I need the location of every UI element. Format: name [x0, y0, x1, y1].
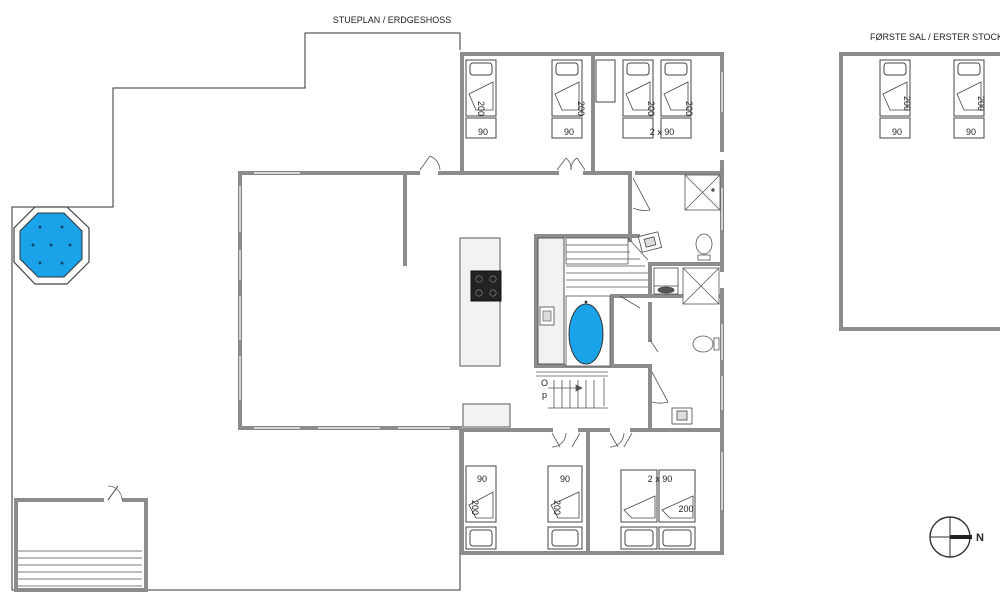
bed-ff1-length: 200 [902, 96, 912, 111]
bed-ff1-width: 90 [892, 127, 902, 137]
bottom-bedroom-2: 90 200 [547, 465, 583, 550]
toilet-bottom [692, 335, 720, 353]
top-bedroom-1: 200 90 [465, 59, 497, 139]
staircase-upper [565, 237, 649, 288]
bed-1-width: 90 [478, 127, 488, 137]
bottom-bedroom-3: 2 x 90 200 [620, 469, 696, 550]
window-frames [238, 72, 724, 510]
bed-1-length: 200 [476, 101, 486, 116]
sink-middle [653, 267, 679, 295]
hot-tub [13, 206, 90, 285]
terrace-outline [11, 32, 461, 591]
first-floor-bedroom: 200 90 200 90 [879, 59, 986, 139]
bed-7-width: 2 x 90 [648, 474, 673, 484]
windows [239, 72, 723, 510]
stair-label-o: O [541, 378, 548, 388]
annex [14, 485, 148, 592]
bathtub [565, 295, 611, 367]
shower-bottom [682, 267, 720, 305]
bed-6-length: 200 [552, 500, 562, 515]
doors [419, 155, 669, 448]
bed-3-length: 200 [646, 101, 656, 116]
kitchen-counter [537, 237, 565, 365]
top-bedroom-3: 200 200 2 x 90 [622, 59, 694, 139]
first-floor-outline [839, 52, 1000, 331]
bed-6-width: 90 [560, 474, 570, 484]
bed-ff2-width: 90 [966, 127, 976, 137]
bed-2-width: 90 [564, 127, 574, 137]
bed-7-length: 200 [678, 504, 693, 514]
shower-top [684, 174, 721, 211]
top-bedroom-2: 200 90 [551, 59, 616, 139]
staircase-lower [536, 371, 608, 409]
bed-ff2-length: 200 [976, 96, 986, 111]
bed-5-length: 200 [470, 500, 480, 515]
toilet-top [695, 233, 713, 261]
ground-floor-title: STUEPLAN / ERDGESHOSS [333, 15, 452, 25]
stair-label-p: p [542, 390, 547, 400]
bed-5-width: 90 [477, 474, 487, 484]
compass-north-label: N [976, 532, 984, 544]
sink-top [637, 231, 663, 253]
first-floor-title: FØRSTE SAL / ERSTER STOCK [870, 32, 1000, 42]
kitchen-island [459, 237, 502, 367]
sideboard [462, 403, 511, 428]
bed-3-width: 2 x 90 [650, 127, 675, 137]
bottom-bedroom-1: 90 200 [465, 465, 497, 550]
bed-2-length: 200 [576, 101, 586, 116]
bed-4-length: 200 [684, 101, 694, 116]
compass-icon [929, 516, 972, 558]
sink-bottom [671, 407, 693, 425]
